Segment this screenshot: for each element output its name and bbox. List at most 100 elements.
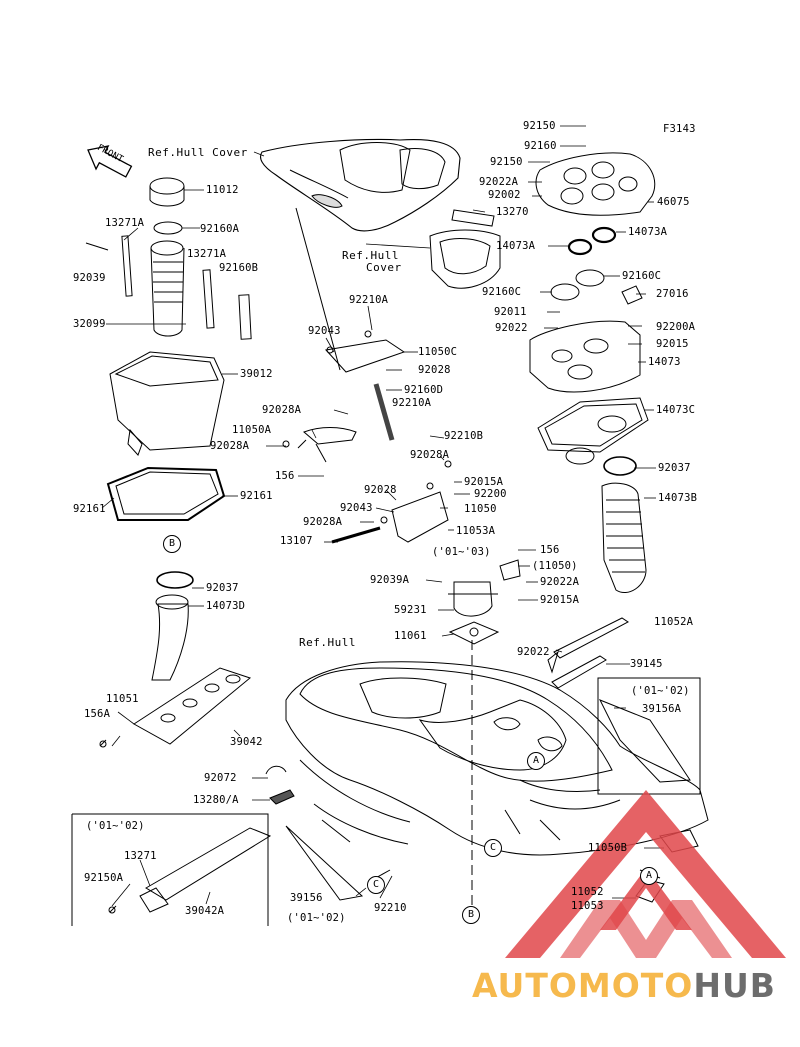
part-label: 92015 [656,338,689,350]
diagram-code: F3143 [663,123,696,135]
part-label: 92161 [240,490,273,502]
ref-hull-cover-2a: Ref.Hull [342,249,399,262]
part-label: 92022 [495,322,528,334]
part-label: 39042 [230,736,263,748]
part-label: 59231 [394,604,427,616]
part-label: 156A [84,708,111,720]
part-label: 156 [540,544,560,556]
year-note-1: ('01~'03) [432,546,491,558]
ref-hull-cover-1: Ref.Hull Cover [148,146,248,159]
part-label: 13270 [496,206,529,218]
part-label: 92002 [488,189,521,201]
part-label: 92039A [370,574,410,586]
part-label: 39012 [240,368,273,380]
part-label: 13107 [280,535,313,547]
part-label: 14073A [496,240,536,252]
year-note-2: ('01~'02) [631,685,690,697]
part-label: 92028A [410,449,450,461]
part-label: 39042A [185,905,225,917]
front-arrow [87,145,133,178]
part-label: 13280/A [193,794,239,806]
part-label: 11053 [571,900,604,912]
part-label: 11053A [456,525,496,537]
part-label: 92022A [540,576,580,588]
part-label: 92028 [418,364,451,376]
part-label: 39145 [630,658,663,670]
watermark-logo [505,790,786,958]
ref-circle-a-2: A [640,867,658,885]
year-note-4: ('01~'02) [287,912,346,924]
part-label: 39156A [642,703,682,715]
part-label: 92160 [524,140,557,152]
part-label: 92210A [392,397,432,409]
part-label: 92161 [73,503,106,515]
part-label: 13271A [187,248,227,260]
ref-hull: Ref.Hull [299,636,356,649]
part-label: 14073D [206,600,246,612]
part-label: 32099 [73,318,106,330]
watermark-part1: AUTOMOTO [472,966,694,1005]
part-label: 92160C [482,286,522,298]
part-label: 11050 [464,503,497,515]
part-label: 92160C [622,270,662,282]
part-label: 92015A [540,594,580,606]
part-label: 92028A [303,516,343,528]
watermark-part2: HUB [693,966,776,1005]
part-label: 11050B [588,842,628,854]
part-label: 11061 [394,630,427,642]
leader-lines [101,125,664,907]
part-label: 92210B [444,430,484,442]
part-label: 92200A [656,321,696,333]
part-label: 92022 [517,646,550,658]
part-label: 14073C [656,404,696,416]
ref-circle-c-2: C [367,876,385,894]
part-label: 92037 [658,462,691,474]
hull-cover [259,138,461,232]
part-label: 92022A [479,176,519,188]
part-label: 14073B [658,492,698,504]
part-label: 92200 [474,488,507,500]
part-label: 13271 [124,850,157,862]
part-label: 92028 [364,484,397,496]
part-label: 11052A [654,616,694,628]
part-label: 92150A [84,872,124,884]
part-label: 92160B [219,262,259,274]
part-label: 92210 [374,902,407,914]
part-label: 92043 [308,325,341,337]
watermark-text: AUTOMOTOHUB [472,966,776,1005]
part-label: 11012 [206,184,239,196]
hull-body [285,661,709,856]
part-label: 92028A [262,404,302,416]
ref-circle-b-1: B [163,535,181,553]
part-label: 13271A [105,217,145,229]
part-label: 11050A [232,424,272,436]
part-label: 92160D [404,384,444,396]
part-label: 11050C [418,346,458,358]
part-label: 92150 [523,120,556,132]
part-label: 92011 [494,306,527,318]
part-label: 92150 [490,156,523,168]
part-label: 46075 [657,196,690,208]
ref-hull-cover-2b: Cover [366,261,402,274]
ref-circle-c-1: C [484,839,502,857]
part-label: 92043 [340,502,373,514]
part-label: 92072 [204,772,237,784]
part-label: 92160A [200,223,240,235]
part-label: 156 [275,470,295,482]
part-label: 14073A [628,226,668,238]
part-label: 11051 [106,693,139,705]
year-note-3: ('01~'02) [86,820,145,832]
part-label: (11050) [532,560,578,572]
part-label: 92037 [206,582,239,594]
part-label: 39156 [290,892,323,904]
ref-circle-b-2: B [462,906,480,924]
part-label: 92210A [349,294,389,306]
part-label: 92028A [210,440,250,452]
part-label: 14073 [648,356,681,368]
part-label: 27016 [656,288,689,300]
part-label: 92039 [73,272,106,284]
part-label: 92015A [464,476,504,488]
ref-circle-a-1: A [527,752,545,770]
